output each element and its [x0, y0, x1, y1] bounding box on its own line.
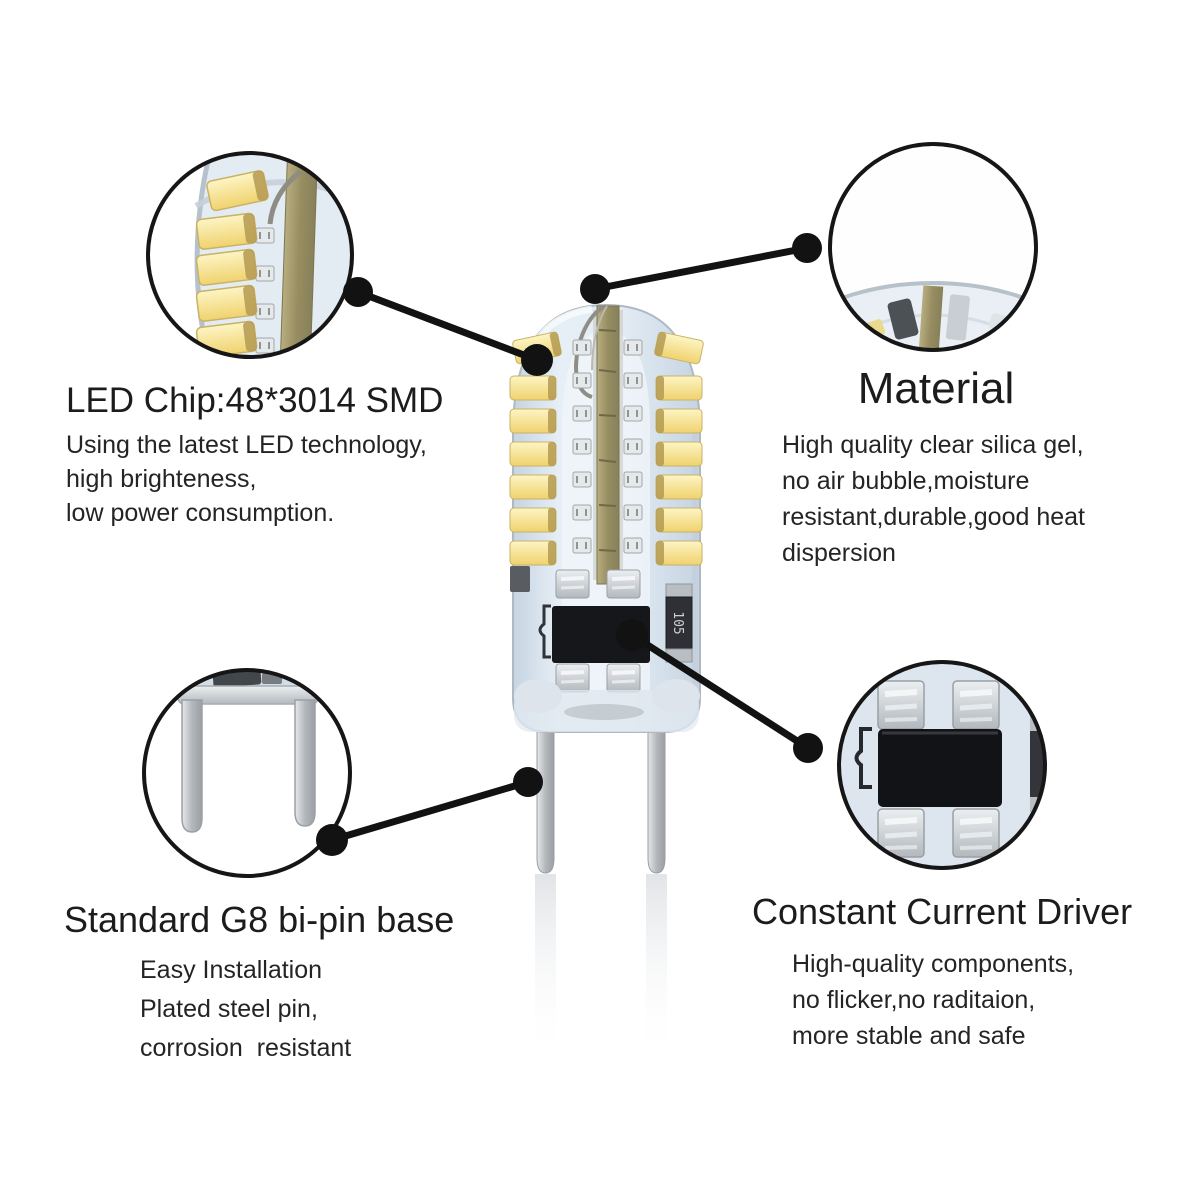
base-description: Easy Installation Plated steel pin, corr… — [140, 951, 454, 1068]
driver-ic-zoomed — [878, 729, 1002, 807]
section-material: Material High quality clear silica gel, … — [760, 364, 1112, 571]
magnifier-led-chips — [146, 151, 354, 359]
support-wire — [573, 305, 605, 399]
bi-pin-base — [536, 725, 666, 874]
center-strip — [573, 305, 623, 585]
material-line: High quality clear silica gel, — [782, 430, 1084, 459]
magnifier-ring-base — [142, 668, 352, 878]
callout-dot — [513, 767, 543, 797]
base-line: corrosion resistant — [140, 1034, 352, 1063]
callout-line-led — [354, 288, 541, 364]
bulb-photo: 105 — [509, 303, 705, 1064]
section-base: Standard G8 bi-pin base Easy Installatio… — [64, 899, 454, 1068]
base-title: Standard G8 bi-pin base — [64, 899, 455, 940]
magnifier-driver — [837, 660, 1047, 870]
driver-circuit: 105 — [510, 566, 700, 732]
material-description: High quality clear silica gel, no air bu… — [782, 427, 1112, 571]
callout-line-material — [591, 244, 811, 293]
callout-dot — [792, 233, 822, 263]
led-chip-line: Using the latest LED technology, — [66, 431, 427, 460]
callout-dot — [793, 733, 823, 763]
magnifier-base-pins — [142, 668, 352, 878]
callout-dot — [616, 619, 648, 651]
callout-dot — [521, 344, 553, 376]
base-line: Easy Installation — [140, 956, 323, 985]
driver-title: Constant Current Driver — [752, 891, 1133, 932]
base-line: Plated steel pin, — [140, 995, 318, 1024]
material-title: Material — [857, 364, 1015, 413]
driver-line: more stable and safe — [792, 1022, 1026, 1051]
resistor: 105 — [665, 583, 693, 663]
callout-dots — [316, 233, 823, 856]
driver-line: no flicker,no raditaion, — [792, 986, 1036, 1015]
driver-line: High-quality components, — [792, 950, 1075, 979]
callout-line-driver — [628, 631, 812, 752]
section-driver: Constant Current Driver High-quality com… — [752, 891, 1132, 1054]
callout-dot — [580, 274, 610, 304]
led-chip-title: LED Chip:48*3014 SMD — [66, 381, 444, 420]
material-line: dispersion — [782, 538, 896, 567]
section-led-chip: LED Chip:48*3014 SMD Using the latest LE… — [66, 381, 443, 530]
material-line: resistant,durable,good heat — [782, 502, 1085, 531]
magnifier-ring-material — [828, 142, 1038, 352]
resistor-marking: 105 — [670, 611, 685, 634]
callout-dot — [343, 277, 373, 307]
pin-reflections — [535, 874, 667, 1064]
callout-dot — [316, 824, 348, 856]
led-chip-line: low power consumption. — [66, 499, 335, 528]
led-chip-description: Using the latest LED technology, high br… — [66, 428, 443, 530]
callout-lines — [328, 244, 812, 844]
driver-description: High-quality components, no flicker,no r… — [792, 946, 1132, 1054]
material-line: no air bubble,moisture — [782, 466, 1030, 495]
magnifier-ring-led — [146, 151, 354, 359]
led-chip-line: high brighteness, — [66, 465, 257, 494]
callout-line-base — [328, 778, 532, 844]
magnifier-ring-driver — [837, 660, 1047, 870]
